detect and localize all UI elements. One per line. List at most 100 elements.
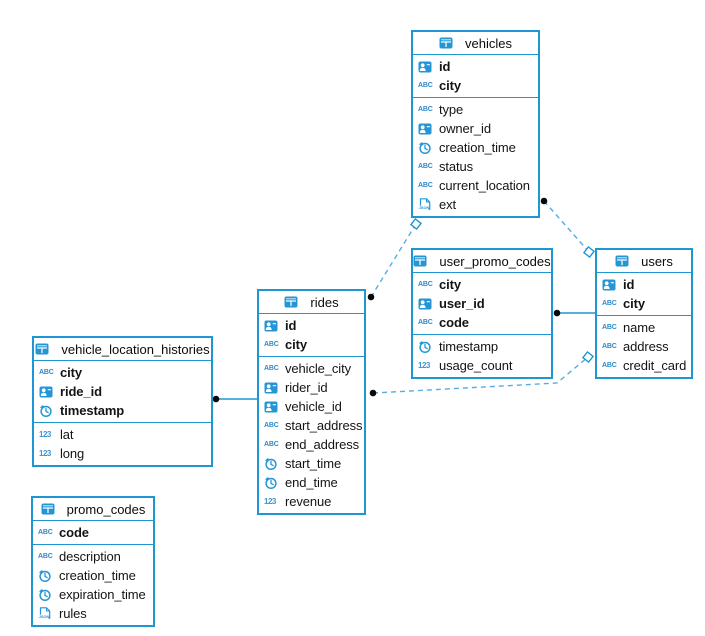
field-row-name[interactable]: ABC name <box>597 318 691 337</box>
field-row-ride_id[interactable]: ride_id <box>34 382 211 401</box>
field-row-city[interactable]: ABC city <box>413 76 538 95</box>
field-row-ext[interactable]: JSON ext <box>413 195 538 214</box>
field-row-rules[interactable]: JSON rules <box>33 604 153 623</box>
field-row-start_time[interactable]: start_time <box>259 454 364 473</box>
field-label: city <box>285 337 308 352</box>
field-label: lat <box>60 427 74 442</box>
field-row-creation_time[interactable]: creation_time <box>413 138 538 157</box>
field-label: rules <box>59 606 87 621</box>
field-label: credit_card <box>623 358 687 373</box>
table-header-rides[interactable]: rides <box>259 291 364 314</box>
abc-icon: ABC <box>264 365 279 372</box>
field-label: usage_count <box>439 358 513 373</box>
clock-icon <box>39 404 60 418</box>
field-row-revenue[interactable]: 123 revenue <box>259 492 364 511</box>
table-header-vehicles[interactable]: vehicles <box>413 32 538 55</box>
numeric-icon: 123 <box>418 361 430 370</box>
abc-icon: ABC <box>38 529 53 536</box>
field-row-expiration_time[interactable]: expiration_time <box>33 585 153 604</box>
table-header-vehicle_location_histories[interactable]: vehicle_location_histories <box>34 338 211 361</box>
table-header-promo_codes[interactable]: promo_codes <box>33 498 153 521</box>
field-row-timestamp[interactable]: timestamp <box>413 337 551 356</box>
numeric-icon: 123 <box>264 497 276 506</box>
abc-icon: ABC <box>39 369 54 376</box>
field-label: city <box>439 78 462 93</box>
svg-text:JSON: JSON <box>419 205 430 210</box>
field-label: name <box>623 320 656 335</box>
table-icon <box>413 255 434 267</box>
abc-icon: ABC <box>418 319 433 326</box>
user-icon <box>264 401 285 413</box>
field-row-vehicle_city[interactable]: ABC vehicle_city <box>259 359 364 378</box>
abc-icon: ABC <box>264 422 279 429</box>
user-icon <box>264 320 285 332</box>
field-label: expiration_time <box>59 587 146 602</box>
field-label: status <box>439 159 474 174</box>
user-icon <box>418 123 439 135</box>
field-row-end_time[interactable]: end_time <box>259 473 364 492</box>
numeric-icon: 123 <box>39 449 51 458</box>
field-row-timestamp[interactable]: timestamp <box>34 401 211 420</box>
user-icon <box>602 279 623 291</box>
cardinality-dot-vehicles-rides-end <box>367 293 375 301</box>
field-row-rider_id[interactable]: rider_id <box>259 378 364 397</box>
field-label: creation_time <box>439 140 516 155</box>
abc-icon: ABC <box>264 441 279 448</box>
user-icon <box>418 298 439 310</box>
field-row-usage_count[interactable]: 123 usage_count <box>413 356 551 375</box>
field-row-owner_id[interactable]: owner_id <box>413 119 538 138</box>
field-row-id[interactable]: id <box>597 275 691 294</box>
field-row-creation_time[interactable]: creation_time <box>33 566 153 585</box>
field-label: current_location <box>439 178 530 193</box>
abc-icon: ABC <box>418 82 433 89</box>
field-label: vehicle_city <box>285 361 351 376</box>
abc-icon: ABC <box>602 324 617 331</box>
field-label: ride_id <box>60 384 102 399</box>
field-label: revenue <box>285 494 332 509</box>
field-row-end_address[interactable]: ABC end_address <box>259 435 364 454</box>
table-name: users <box>641 253 673 269</box>
user-icon <box>39 386 60 398</box>
cardinality-diamond-vehicles-rides-start <box>409 217 423 231</box>
field-label: id <box>285 318 297 333</box>
field-row-id[interactable]: id <box>413 57 538 76</box>
field-label: description <box>59 549 121 564</box>
field-row-id[interactable]: id <box>259 316 364 335</box>
field-label: owner_id <box>439 121 491 136</box>
abc-icon: ABC <box>418 281 433 288</box>
field-label: timestamp <box>60 403 125 418</box>
table-header-users[interactable]: users <box>597 250 691 273</box>
field-label: end_time <box>285 475 338 490</box>
field-label: ext <box>439 197 457 212</box>
field-row-vehicle_id[interactable]: vehicle_id <box>259 397 364 416</box>
field-row-user_id[interactable]: user_id <box>413 294 551 313</box>
table-icon <box>615 255 636 267</box>
table-header-user_promo_codes[interactable]: user_promo_codes <box>413 250 551 273</box>
field-label: end_address <box>285 437 360 452</box>
table-icon <box>41 503 62 515</box>
field-label: address <box>623 339 669 354</box>
